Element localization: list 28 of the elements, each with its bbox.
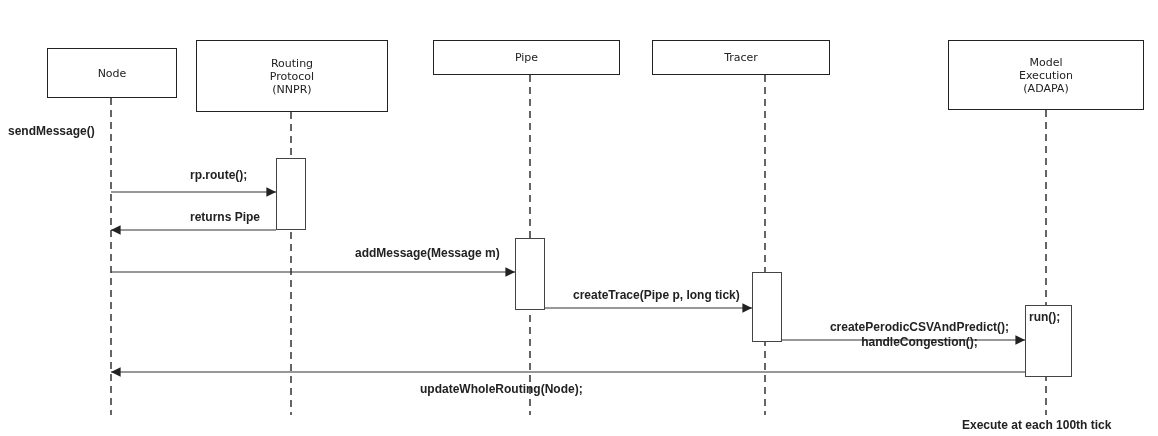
message-label: addMessage(Message m) [355, 246, 500, 260]
activation-bar [515, 238, 545, 310]
lifeline-name: Node [97, 66, 127, 80]
message-label: createTrace(Pipe p, long tick) [573, 288, 740, 302]
message-arrow [110, 187, 277, 197]
call-text: run(); [1029, 310, 1061, 324]
message-arrow [781, 335, 1026, 345]
lifeline-name: Routing Protocol (NNPR) [268, 56, 316, 96]
note-text: Execute at each 100th tick [962, 418, 1112, 432]
lifeline-name: Tracer [724, 51, 758, 64]
activation-bar [276, 158, 306, 230]
message-label: updateWholeRouting(Node); [420, 382, 583, 396]
message-label: sendMessage() [8, 124, 95, 138]
lifeline-name: Pipe [514, 51, 539, 64]
message-arrow [110, 367, 1026, 377]
message-label: createPerodicCSVAndPredict(); handleCongestion(); [828, 320, 1011, 350]
lifeline-head-box [652, 40, 830, 75]
message-label: rp.route(); [190, 168, 248, 182]
lifeline-head-box [196, 40, 388, 112]
activation-bar [752, 272, 782, 342]
activation-bar [1025, 305, 1072, 377]
message-arrow [544, 303, 753, 313]
message-arrow [110, 267, 516, 277]
lifeline-head-box [948, 40, 1144, 110]
lifeline-head-box [433, 40, 620, 75]
lifeline-name: Model Execution (ADAPA) [1018, 55, 1074, 95]
message-arrow [110, 225, 277, 235]
message-label: returns Pipe [190, 210, 261, 224]
